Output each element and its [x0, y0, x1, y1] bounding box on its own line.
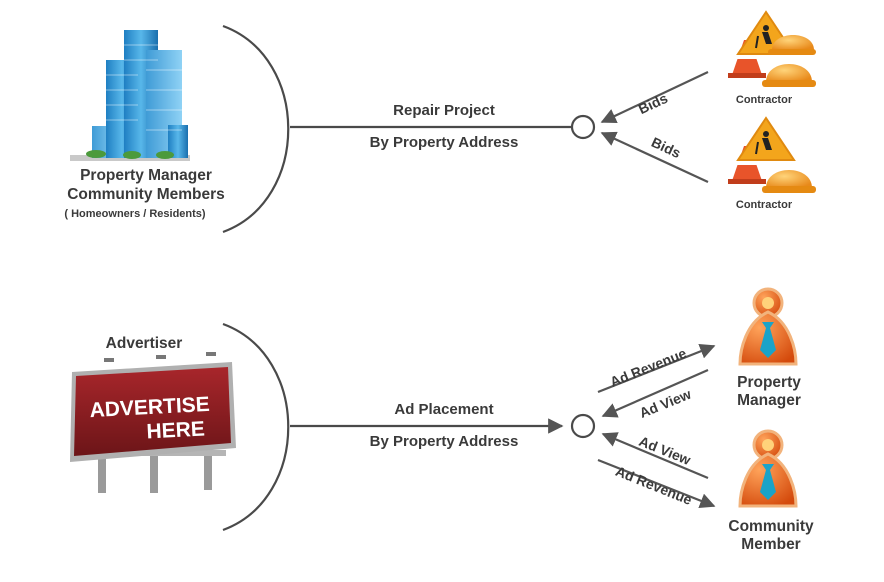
top-edge-label: Repair Project	[393, 102, 495, 119]
person-pawn-icon	[738, 287, 798, 366]
bottom-arc	[222, 322, 290, 532]
advertiser-title: Advertiser	[106, 335, 183, 352]
ad-revenue-arrow-lower	[597, 458, 716, 509]
left-subtitle: ( Homeowners / Residents)	[64, 208, 206, 220]
bottom-node	[570, 413, 596, 439]
bids-label-upper: Bids	[636, 90, 670, 117]
building-icon	[70, 30, 190, 161]
billboard-text-2: HERE	[146, 417, 205, 443]
ad-view-arrow-upper	[601, 368, 709, 418]
community-member-label-1: Community	[728, 518, 814, 535]
ad-view-label-lower: Ad View	[637, 433, 693, 468]
ad-view-arrow-lower	[601, 432, 709, 480]
bids-arrow-upper	[600, 71, 709, 124]
top-node	[570, 114, 596, 140]
property-manager-label-1: Property	[737, 374, 801, 391]
top-edge-sublabel: By Property Address	[370, 134, 519, 151]
contractor-icon	[728, 116, 796, 184]
contractor-icon	[728, 10, 816, 78]
left-title-line2: Community Members	[67, 186, 225, 203]
person-pawn-icon	[738, 429, 798, 508]
ad-revenue-label-lower: Ad Revenue	[613, 463, 694, 508]
community-member-label-2: Member	[741, 536, 800, 553]
contractor-label-1: Contractor	[736, 94, 793, 106]
billboard-icon: ADVERTISE HERE	[70, 352, 236, 493]
property-manager-label-2: Manager	[737, 392, 801, 409]
bids-arrow-lower	[600, 131, 709, 183]
ad-revenue-arrow-upper	[597, 343, 716, 394]
bottom-edge-label: Ad Placement	[394, 401, 493, 418]
ad-view-label-upper: Ad View	[637, 386, 693, 421]
left-title-line1: Property Manager	[80, 167, 212, 184]
top-arc	[222, 24, 290, 234]
contractor-label-2: Contractor	[736, 199, 793, 211]
bottom-edge-sublabel: By Property Address	[370, 433, 519, 450]
